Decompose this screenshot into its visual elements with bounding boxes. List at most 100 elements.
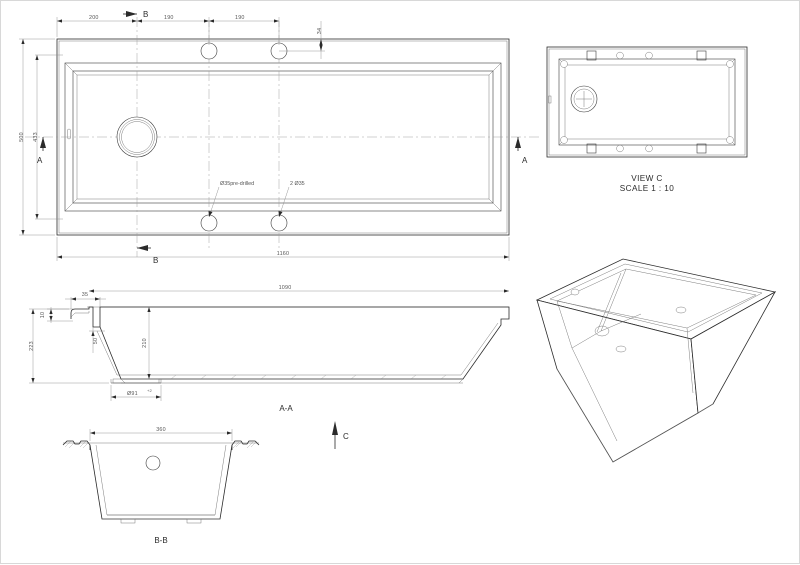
aa-inner-wall [96,322,499,376]
iso-rim-opening [549,263,763,333]
viewc-tap-hole-bottom-1 [616,144,624,153]
iso-tap-hole-3 [615,345,627,353]
viewc-clip-pad-tl [586,50,597,61]
aa-drain-boss [112,378,160,384]
callout-two-holes-label: 2 Ø35 [290,181,305,187]
viewc-scale: SCALE 1 : 10 [620,184,674,193]
dim-210: 210 [142,338,148,348]
iso-interior-edge-vert-2 [596,272,622,333]
viewc-rim-outer [558,58,736,146]
bb-foot-right [186,518,202,524]
dim-35: 35 [82,292,88,298]
section-label-a-right: A [522,156,528,165]
viewc-corner-boss-tl [560,60,568,68]
iso-tap-hole-1 [570,288,580,296]
callout-predrilled-label: Ø35pre-drilled [220,181,254,187]
viewc-clip-pad-bl [586,143,597,154]
dim-223: 223 [29,341,35,351]
aa-drain-boss-edges [110,379,162,383]
iso-tap-hole-2 [675,306,687,314]
callout-predrilled: Ø35pre-drilled [208,181,254,218]
viewc-tap-hole-bottom-2 [645,144,653,153]
section-mark-a-right: A [515,137,528,165]
view-c: VIEW C SCALE 1 : 10 [546,46,748,193]
bb-tap-hole [145,455,161,471]
viewc-drain-hole [570,85,598,113]
aa-dimension-1090: 1090 [89,285,509,293]
viewc-corner-boss-bl [560,136,568,144]
dim-10: 10 [40,312,46,318]
iso-interior-slope-right [686,327,694,394]
plan-tap-hole-bottom-1 [200,214,218,232]
iso-bowl-floor-top [556,268,757,329]
viewc-corner-boss-br [726,136,734,144]
dim-1090: 1090 [279,285,292,291]
aa-dimension-35: 35 [65,292,106,309]
section-aa-label: A-A [279,404,293,413]
viewc-title: VIEW C [631,174,663,183]
bb-bowl-inner [95,444,227,516]
section-a-a: 1090 35 10 223 [29,285,510,413]
plan-chamfer-br [488,198,502,212]
dim-190-b: 190 [235,15,245,21]
viewc-clip-pad-tr [696,50,707,61]
aa-dimension-drain: Ø91 +2 [110,385,162,401]
plan-dimension-1160: 1160 [56,237,510,261]
dim-50: 50 [93,338,99,344]
dim-500: 500 [19,132,25,142]
section-arrow-c-label: C [343,432,349,441]
dim-433: 433 [33,132,39,142]
viewc-outer-edge [548,48,746,156]
iso-interior-edge-vert [600,268,627,332]
aa-wall-hatch [170,374,447,380]
plan-chamfer-tl [64,62,78,76]
bb-foot-left [120,518,136,524]
section-arrow-c: C [332,421,349,449]
viewc-clip-pad-br [696,143,707,154]
aa-dimension-210: 210 [142,307,151,379]
aa-body-profile [70,306,510,380]
plan-dimension-500: 500 [19,38,55,236]
aa-dimension-10: 10 [40,307,73,323]
plan-overflow-slot [67,128,71,140]
aa-dimension-50: 50 [89,327,105,353]
bb-dimension-360: 360 [89,427,233,441]
aa-rim-lip [70,311,90,318]
bb-rim-hatch [64,440,258,449]
aa-dimension-223: 223 [29,308,109,384]
aa-floor-chamfer [120,378,464,384]
dim-190-a: 190 [164,15,174,21]
viewc-tap-hole-top-2 [645,51,653,60]
section-mark-a-left: A [37,137,46,165]
plan-tap-hole-top-1 [200,42,218,60]
dim-34: 34 [317,28,323,34]
dim-drain-91: Ø91 [127,391,138,397]
plan-tap-hole-bottom-2 [270,214,288,232]
section-b-b: 360 B-B [62,427,260,545]
section-mark-b-top: B [123,10,148,19]
plan-dimension-433: 433 [33,54,63,220]
dim-drain-tolerance: +2 [147,388,153,393]
bb-rim-right [231,440,260,450]
plan-dimension-34: 34 [279,21,325,59]
section-mark-b-bottom: B [137,245,158,265]
section-label-a-left: A [37,156,43,165]
section-label-b-top: B [143,10,148,19]
viewc-tap-hole-top-1 [616,51,624,60]
iso-drain-hole [594,325,610,337]
viewc-rim-inner [564,64,730,140]
plan-drain-hole [116,116,158,158]
section-label-b-bottom: B [153,256,158,265]
viewc-corner-boss-tr [726,60,734,68]
dim-1160: 1160 [277,251,289,257]
viewc-overflow-slot [548,95,552,104]
plan-dimension-chain-top: 200 190 190 [56,15,280,45]
dim-360: 360 [156,427,166,433]
top-plan-view: 200 190 190 34 500 433 [19,10,541,265]
plan-chamfer-bl [64,198,78,212]
section-bb-label: B-B [154,536,167,545]
callout-two-holes: 2 Ø35 [278,181,305,218]
bb-bowl-outer [89,444,233,520]
